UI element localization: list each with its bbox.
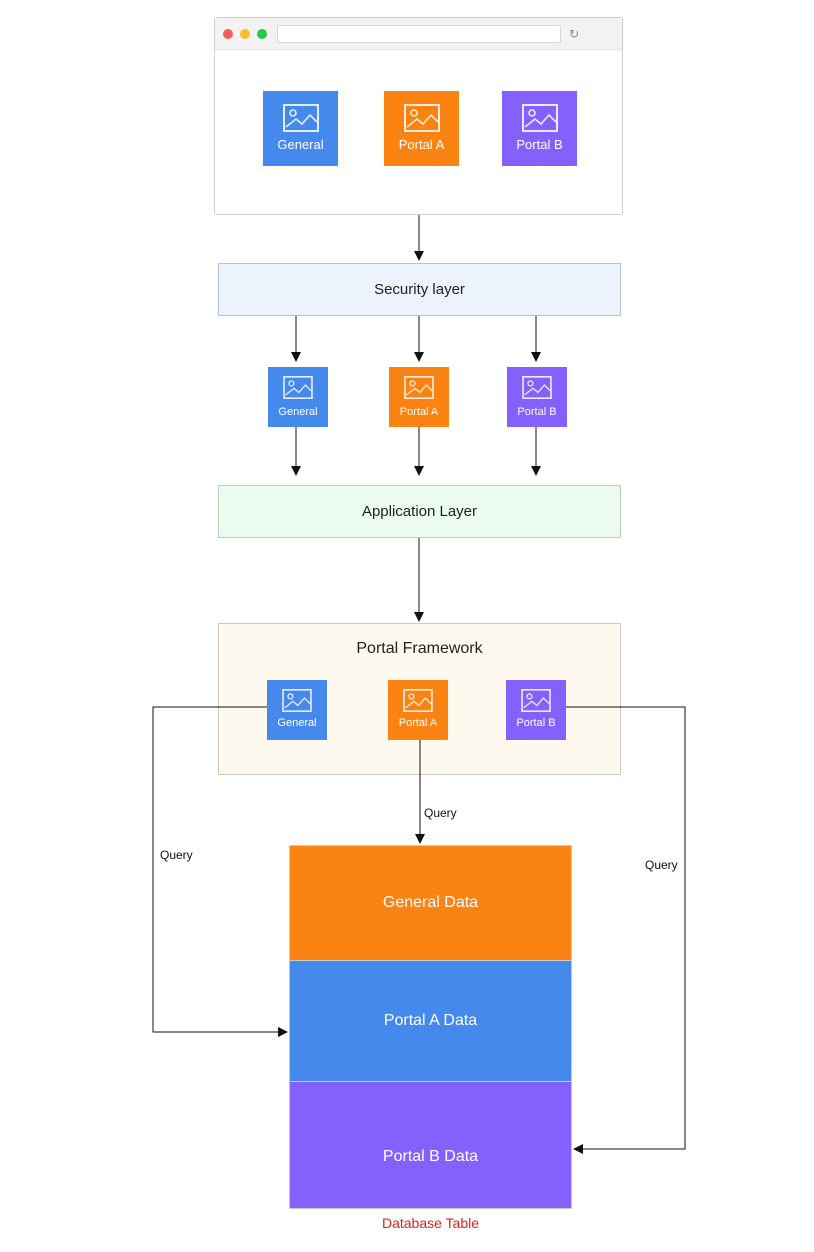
db-row-portal-b-data: Portal B Data (289, 1081, 572, 1209)
portal-framework-title: Portal Framework (356, 640, 483, 657)
db-row-label: General Data (382, 894, 479, 911)
query-label-left: Query (160, 848, 193, 862)
image-icon (403, 104, 440, 132)
tile-label: Portal A (399, 406, 439, 418)
image-icon (282, 689, 312, 712)
browser-tile-portal-a[interactable]: Portal A (384, 91, 459, 166)
arrow-query-right (566, 706, 686, 1154)
db-row-label: Portal B Data (382, 1148, 479, 1165)
portal-framework: Portal Framework General Portal A Portal… (218, 623, 621, 775)
image-icon (282, 104, 319, 132)
framework-tile-portal-b[interactable]: Portal B (506, 680, 566, 740)
framework-tile-portal-a[interactable]: Portal A (388, 680, 448, 740)
tile-label: Portal A (398, 717, 438, 729)
middle-tile-portal-a[interactable]: Portal A (389, 367, 449, 427)
tile-label: General (277, 717, 317, 729)
image-icon (283, 376, 313, 399)
query-label-right: Query (645, 858, 678, 872)
db-row-general-data: General Data (289, 845, 572, 961)
image-icon (522, 376, 552, 399)
tile-label: General (278, 406, 318, 418)
tile-label: General (277, 137, 324, 152)
reload-icon[interactable]: ↻ (568, 27, 580, 41)
image-icon (521, 689, 551, 712)
minimize-dot-icon[interactable] (240, 29, 250, 39)
image-icon (404, 376, 434, 399)
tile-label: Portal A (398, 137, 445, 152)
browser-toolbar: ↻ (215, 18, 622, 50)
tile-label: Portal B (516, 717, 556, 729)
security-layer-label: Security layer (374, 281, 465, 298)
browser-tile-portal-b[interactable]: Portal B (502, 91, 577, 166)
security-layer: Security layer (218, 263, 621, 316)
middle-tile-portal-b[interactable]: Portal B (507, 367, 567, 427)
tile-label: Portal B (516, 137, 563, 152)
framework-tile-general[interactable]: General (267, 680, 327, 740)
db-row-portal-a-data: Portal A Data (289, 960, 572, 1082)
tile-label: Portal B (517, 406, 557, 418)
arrow-query-left (152, 706, 288, 1037)
database-caption: Database Table (381, 1215, 480, 1231)
close-dot-icon[interactable] (223, 29, 233, 39)
maximize-dot-icon[interactable] (257, 29, 267, 39)
middle-tile-general[interactable]: General (268, 367, 328, 427)
address-bar[interactable] (277, 25, 561, 43)
image-icon (521, 104, 558, 132)
query-label-center: Query (424, 806, 457, 820)
application-layer: Application Layer (218, 485, 621, 538)
browser-tile-general[interactable]: General (263, 91, 338, 166)
image-icon (403, 689, 433, 712)
db-row-label: Portal A Data (383, 1012, 478, 1029)
application-layer-label: Application Layer (361, 503, 478, 520)
browser-window: ↻ General Portal A Portal B (214, 17, 623, 215)
